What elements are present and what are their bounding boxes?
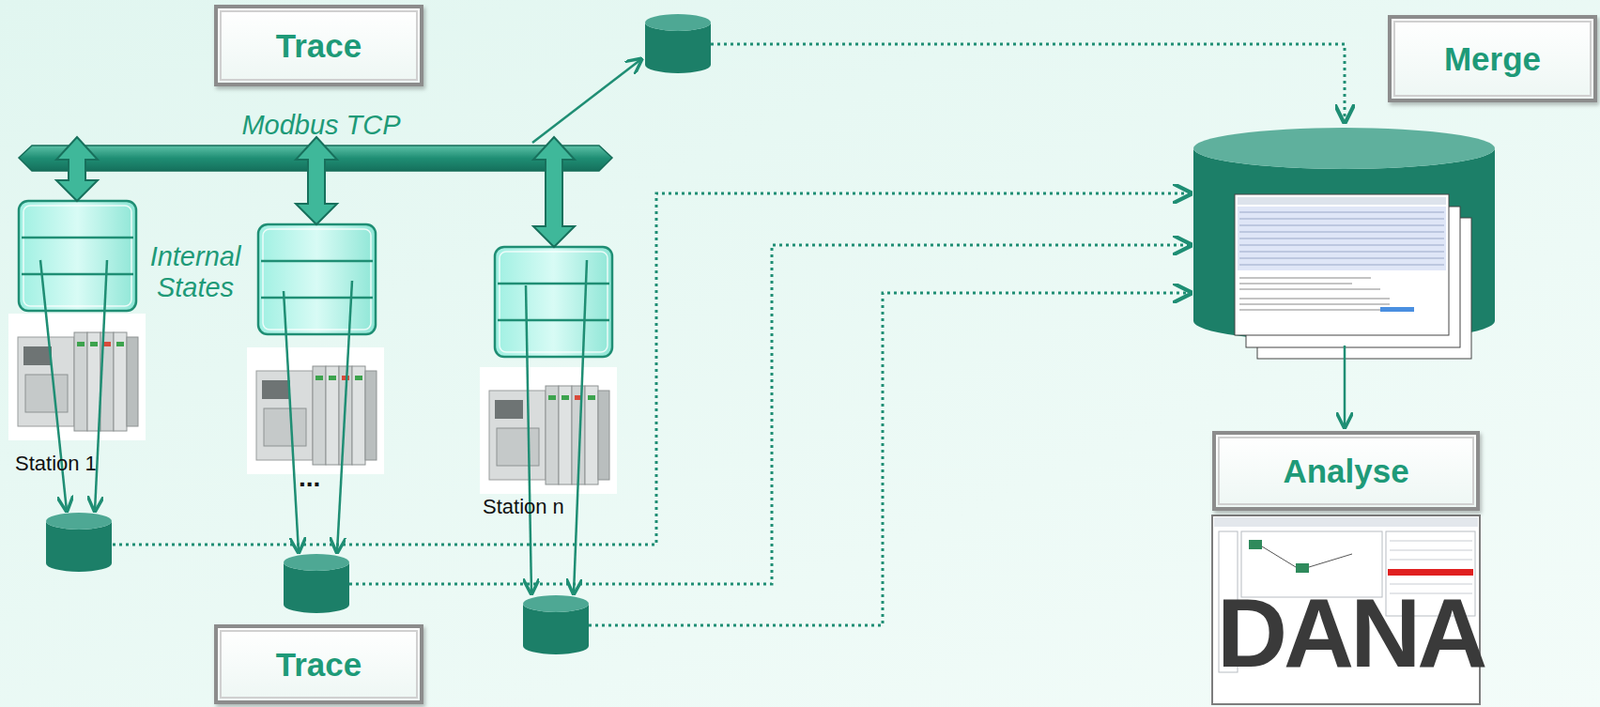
merge-dotted-line [710,44,1345,123]
screenshot-detail [1239,309,1390,311]
screenshot-row [1239,212,1445,214]
screenshot-row [1239,225,1445,227]
annotation-label: Modbus TCP [208,108,434,142]
screenshot-detail [1239,277,1371,279]
trace-store [523,595,589,655]
bus-access-arrow [295,137,338,225]
screenshot-highlight [1387,569,1474,576]
trace-arrow [337,280,353,553]
merge-dotted-line [588,292,1191,626]
screenshot-detail [1239,298,1390,300]
screenshot-row [1239,231,1445,233]
logo-text: DANA [1216,584,1476,682]
state-register-stack [18,200,137,311]
state-register-stack [258,224,376,335]
box-label: Analyse [1282,452,1409,491]
screenshot-row [1239,251,1445,253]
process-box: Trace [214,4,424,87]
trace-arrow [525,285,532,594]
screenshot-graph-node [1248,539,1262,550]
box-label: Trace [276,27,362,65]
process-box: Trace [214,624,424,705]
trace-store [645,14,711,74]
trace-screenshot [1237,197,1447,312]
analyse-arrow [1343,345,1347,428]
screenshot-detail [1239,304,1390,306]
box-label: Trace [276,646,362,684]
screenshot-graph-node [1295,563,1309,573]
annotation-label: ... [298,461,337,494]
annotation-label: Station 1 [15,451,138,477]
screenshot-detail [1239,289,1381,291]
merged-database-top [1193,127,1495,170]
trace-store [283,553,350,614]
annotation-label: Internal States [137,241,254,305]
screenshot-toolbar [1237,197,1447,205]
trace-document [1234,194,1449,336]
screenshot-graph-edge [1308,553,1353,568]
bus-access-arrow [56,137,98,201]
screenshot-row [1239,264,1445,266]
process-box: Merge [1387,15,1598,103]
merge-dotted-line [349,245,1191,585]
screenshot-highlight [1380,307,1415,312]
screenshot-graph-edge [1261,546,1296,568]
bus-tap-arrow [532,59,642,143]
screenshot-row [1389,559,1473,561]
screenshot-row [1389,540,1473,542]
screenshot-row [1389,550,1473,552]
screenshot-row [1239,258,1445,260]
plc-image [479,367,617,494]
bus-access-arrow [533,137,575,247]
trace-arrow [283,291,299,553]
trace-arrow [94,260,108,511]
process-box: Analyse [1212,430,1480,511]
merge-dotted-line [112,193,1191,545]
screenshot-packet-list [1237,206,1447,271]
screenshot-row [1239,218,1445,220]
plc-image [8,313,146,441]
screenshot-detail [1239,283,1353,285]
box-label: Merge [1444,40,1541,78]
plc-image [246,347,385,475]
screenshot-row [1239,238,1445,240]
screenshot-toolbar [1214,517,1478,527]
screenshot-row [1239,245,1445,247]
analysis-tool-screenshot [1212,515,1480,705]
annotation-label: Station n [482,494,605,520]
state-register-stack [494,246,613,357]
trace-store [46,512,112,572]
